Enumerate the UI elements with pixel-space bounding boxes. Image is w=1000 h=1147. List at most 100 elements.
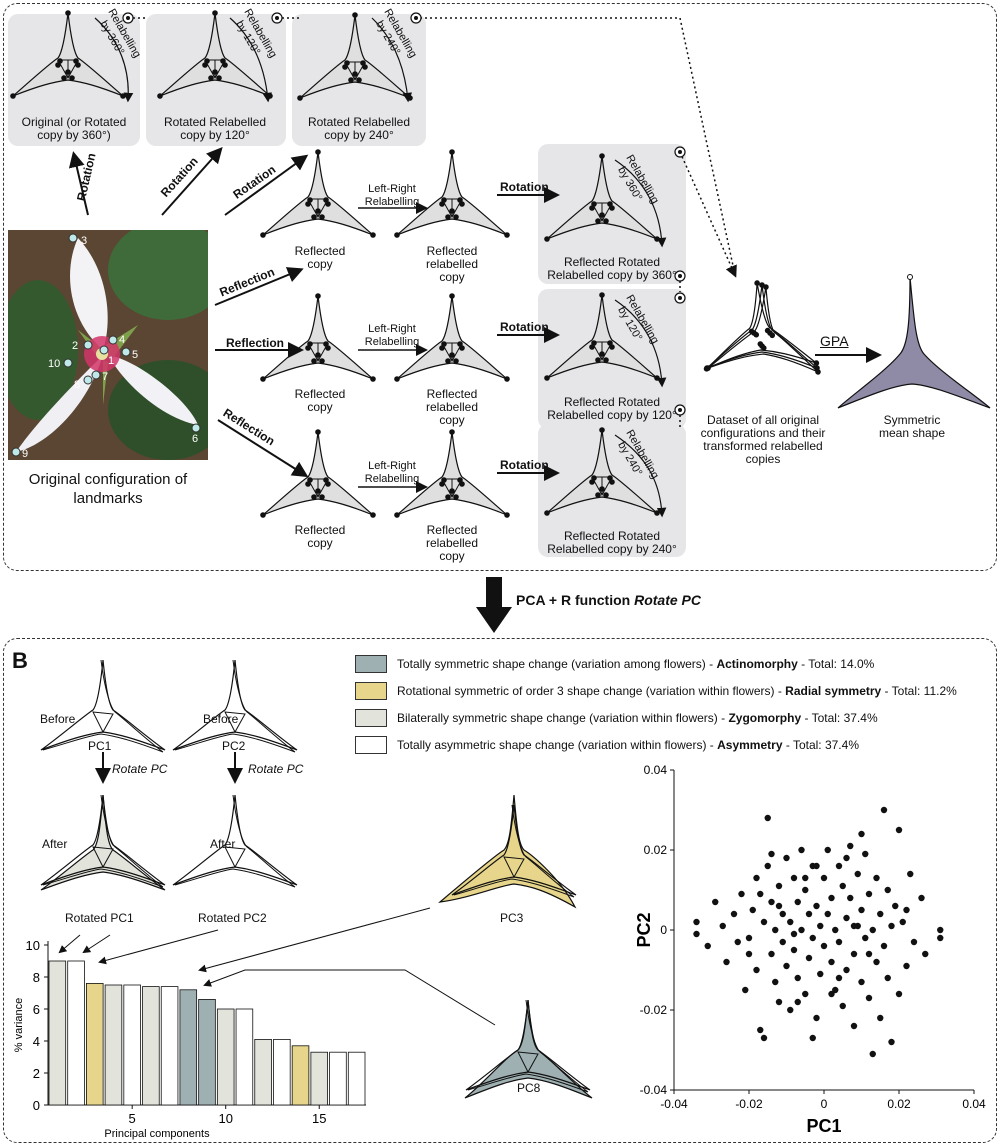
scatter-point — [884, 974, 891, 982]
scatter-point — [828, 990, 835, 998]
scatter-point — [865, 994, 873, 1002]
legend: Totally symmetric shape change (variatio… — [355, 655, 995, 765]
legend-text: Totally symmetric shape change (variatio… — [397, 657, 875, 671]
scatter-point — [824, 846, 831, 854]
svg-text:7: 7 — [102, 371, 108, 383]
scatter-point — [802, 886, 809, 894]
scatter-point — [798, 846, 805, 854]
lr-label-3: Left-Right Relabelling — [364, 460, 420, 485]
rotation-label-4: Rotation — [500, 180, 549, 194]
scatter-point — [783, 962, 790, 970]
scatter-point — [858, 906, 865, 914]
scatter-point — [907, 870, 914, 878]
y-axis-label: % variance — [13, 998, 25, 1052]
scatter-point — [809, 1034, 816, 1042]
scatter-point — [895, 826, 903, 834]
star-diagrams — [9, 9, 991, 519]
scatter-point — [798, 926, 805, 934]
scatter-point — [764, 814, 771, 822]
flower-photo — [8, 230, 208, 460]
y-tick-label: 0 — [33, 1098, 40, 1113]
y-tick-label: 8 — [33, 970, 40, 985]
y-tick-label: -0.02 — [640, 1003, 668, 1017]
legend-text: Rotational symmetric of order 3 shape ch… — [397, 684, 957, 698]
reflection-label-2: Reflection — [226, 336, 285, 350]
x-tick-label: -0.02 — [735, 1097, 763, 1111]
rotated-pc2-label: Rotated PC2 — [198, 911, 267, 925]
svg-text:8: 8 — [74, 379, 80, 391]
legend-text: Totally asymmetric shape change (variati… — [397, 738, 859, 752]
svg-text:3: 3 — [81, 235, 87, 247]
scatter-point — [753, 966, 760, 974]
bar — [273, 1039, 291, 1106]
scatter-point — [813, 902, 820, 910]
bar — [291, 1045, 310, 1106]
pc8-label: PC8 — [517, 1081, 541, 1095]
legend-swatch — [355, 709, 387, 727]
rr-caption-2: Reflected Rotated Relabelled copy by 120… — [547, 395, 677, 422]
rotate-pc-2: Rotate PC — [248, 762, 304, 776]
bar — [104, 984, 123, 1106]
scatter-point — [895, 990, 903, 998]
x-tick-label: 0 — [821, 1097, 828, 1111]
scatter-point — [794, 974, 801, 982]
scatter-point — [787, 1006, 794, 1014]
top-caption-1: Original (or Rotated copy by 360°) — [21, 115, 127, 142]
rr-caption-1: Reflected Rotated Relabelled copy by 360… — [547, 255, 677, 282]
panel-b — [3, 638, 997, 1143]
scatter-point — [723, 958, 730, 966]
y-axis-label: PC2 — [634, 912, 654, 947]
pca-label-plain: PCA + R function — [516, 592, 635, 608]
scatter-point — [730, 910, 738, 918]
scatter-point — [850, 950, 858, 958]
scatter-point — [734, 938, 741, 946]
scatter-point — [847, 894, 854, 902]
x-tick-label: 0.02 — [887, 1097, 911, 1111]
scatter-point — [779, 938, 786, 946]
top-caption-2: Rotated Relabelled copy by 120° — [163, 115, 267, 142]
bar — [310, 1051, 328, 1106]
scatter-point — [862, 934, 869, 942]
scatter-point — [768, 950, 775, 958]
y-tick-label: 0.04 — [644, 763, 668, 777]
scatter-point — [817, 970, 824, 978]
svg-text:4: 4 — [119, 334, 125, 346]
scatter-point — [903, 906, 910, 914]
scatter-point — [790, 930, 798, 938]
scatter-point — [757, 890, 764, 898]
scatter-point — [832, 986, 839, 994]
reflected-relabelled-3: Reflected relabelled copy — [425, 523, 479, 563]
bar — [48, 960, 67, 1106]
x-tick-label: 0.04 — [962, 1097, 986, 1111]
scatter-point — [865, 950, 873, 958]
scatter-point — [712, 898, 719, 906]
after-label-2: After — [210, 837, 236, 851]
x-axis-label: PC1 — [806, 1116, 841, 1136]
reflected-relabelled-2: Reflected relabelled copy — [425, 387, 479, 427]
scatter-point — [865, 890, 873, 898]
legend-swatch — [355, 655, 387, 673]
bar — [142, 986, 160, 1106]
scatter-point — [820, 942, 828, 950]
y-tick-label: 10 — [26, 938, 40, 953]
bar — [216, 1008, 235, 1106]
bar — [329, 1051, 347, 1106]
scatter-point — [922, 950, 929, 958]
scatter-point — [760, 1034, 768, 1042]
panel-a — [3, 3, 997, 571]
scatter-point — [768, 850, 775, 858]
scatter-point — [899, 918, 906, 926]
legend-swatch — [355, 736, 387, 754]
svg-text:9: 9 — [22, 448, 28, 460]
svg-text:10: 10 — [48, 358, 60, 370]
scatter-point — [790, 874, 798, 882]
legend-swatch — [355, 682, 387, 700]
bar — [179, 989, 198, 1106]
scatter-point — [719, 922, 726, 930]
scatter-point — [884, 886, 891, 894]
scatter-point — [772, 978, 779, 986]
bar — [86, 983, 104, 1106]
scatter-point — [858, 830, 865, 838]
